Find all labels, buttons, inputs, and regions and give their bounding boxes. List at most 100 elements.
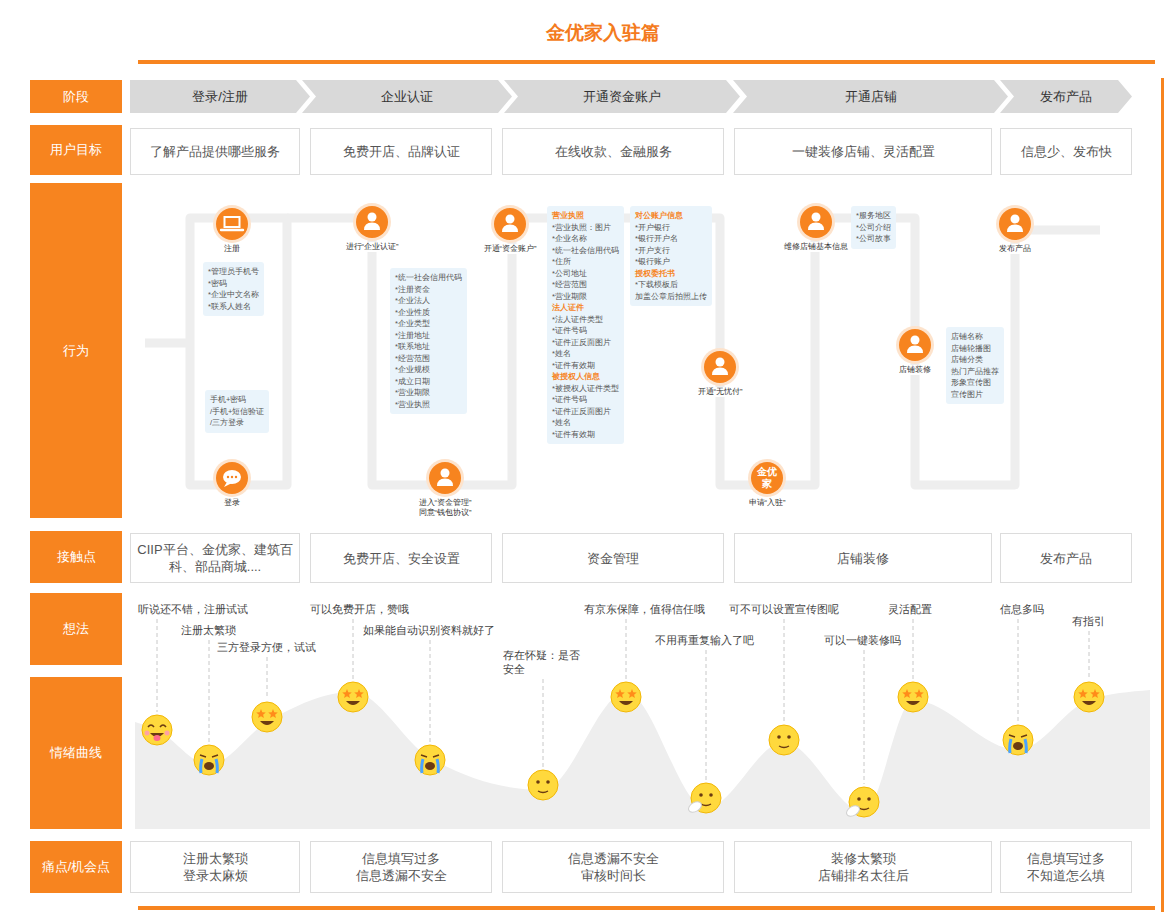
stage-chevron: 发布产品: [1000, 80, 1132, 113]
content-cell: 店铺装修: [734, 533, 992, 583]
node-text: /手机+短信验证: [210, 406, 264, 418]
emoji: [898, 682, 928, 712]
node-text: 注册太繁琐: [183, 850, 248, 867]
node-text: *成立日期: [395, 376, 462, 388]
behavior-icon: 金优家申请“入驻”: [747, 458, 788, 508]
node-text: 行为: [63, 342, 89, 360]
icon-halo: [896, 326, 934, 364]
emoji-mouth: [538, 791, 548, 793]
icon-svg: [212, 458, 252, 498]
icon-label: 发布产品: [997, 244, 1033, 254]
emoji-mouth: [859, 808, 869, 810]
node-text: *统一社会信用代码: [395, 272, 462, 284]
row-header: 痛点/机会点: [30, 841, 122, 893]
node-text: 信息透漏不安全: [568, 850, 659, 867]
node-text: 情绪曲线: [50, 744, 102, 762]
person-head: [368, 213, 377, 222]
row-header: 想法: [30, 593, 122, 665]
node-text: *银行账户: [635, 256, 707, 268]
emoji: [338, 682, 368, 712]
node-text: *企业规模: [395, 364, 462, 376]
content-cell: 一键装修店铺、灵活配置: [734, 128, 992, 175]
emoji-face: [769, 725, 799, 755]
emoji-eye: [902, 689, 912, 698]
node-text: 资金管理: [587, 550, 639, 567]
leader-line: [784, 619, 785, 722]
content-cell: 信息填写过多信息透漏不安全: [310, 841, 492, 893]
person-body: [364, 223, 380, 231]
info-box: 店铺名称店铺轮播图店铺分类热门产品推荐形象宣传图宣传图片: [946, 327, 1004, 404]
node-text: *公司地址: [552, 268, 619, 280]
emoji-eye: [200, 755, 218, 757]
emoji-mouth: [425, 762, 435, 770]
node-text: 了解产品提供哪些服务: [150, 143, 280, 160]
info-box: 对公账户信息*开户银行*银行开户名*开户支行*银行账户授权委托书*下载模板后加盖…: [630, 206, 712, 306]
person-body: [808, 223, 824, 231]
node-text: *证件正反面图片: [552, 406, 619, 418]
node-text: 授权委托书: [635, 268, 707, 280]
chevron-fill: [733, 80, 1008, 113]
node-text: *法人证件类型: [552, 314, 619, 326]
node-text: *营业执照：图片: [552, 222, 619, 234]
emoji-mouth: [779, 746, 789, 748]
node-text: 装修太繁琐: [831, 850, 896, 867]
node-text: *开户银行: [635, 222, 707, 234]
leader-line: [157, 619, 158, 712]
node-text: 法人证件: [552, 302, 619, 314]
icon-svg: [796, 202, 836, 242]
icon-disc: [429, 462, 461, 494]
icon-label: 维修店铺基本信息: [782, 242, 850, 252]
person-body: [502, 225, 518, 233]
node-text: *银行开户名: [635, 233, 707, 245]
node-text: *营业期限: [395, 387, 462, 399]
emoji-face: [1003, 725, 1033, 755]
icon-label: 同意“钱包协议”: [417, 508, 474, 518]
emoji: [687, 783, 721, 814]
node-text: *开户支行: [635, 245, 707, 257]
emoji-face: [338, 682, 368, 712]
person-body: [712, 368, 728, 376]
node-text: 不知道怎么填: [1027, 867, 1105, 884]
content-cell: 注册太繁琐登录太麻烦: [130, 841, 300, 893]
thought-text: 信息多吗: [1000, 602, 1044, 616]
behavior-icon: 店铺装修: [895, 325, 935, 375]
emoji: [1074, 682, 1104, 712]
content-cell: 信息少、发布快: [1000, 128, 1132, 175]
behavior-icon: 开通“资金账户”: [482, 204, 539, 254]
node-text: *证件有效期: [552, 360, 619, 372]
node-text: 在线收款、金融服务: [555, 143, 672, 160]
emoji-eye: [857, 797, 861, 801]
node-text: *证件号码: [552, 394, 619, 406]
emoji-eye: [148, 725, 166, 727]
emoji-eye: [354, 689, 364, 698]
icon-halo: [797, 203, 835, 241]
content-cell: 了解产品提供哪些服务: [130, 128, 300, 175]
node-text: *公司介绍: [856, 222, 891, 234]
thought-text: 灵活配置: [888, 602, 932, 616]
emoji-mouth: [906, 701, 920, 705]
emoji: [415, 745, 445, 775]
emoji-eye: [256, 709, 266, 718]
node-text: 店铺排名太往后: [818, 867, 909, 884]
behavior-icon: 登录: [212, 458, 252, 508]
emoji-eye: [777, 735, 781, 739]
chevron-fill: [130, 80, 310, 113]
node-text: 对公账户信息: [635, 210, 707, 222]
icon-circle: [895, 325, 935, 365]
leader-line: [543, 679, 544, 767]
person-head: [911, 336, 920, 345]
node-text: 开通店铺: [845, 88, 897, 106]
emoji-eye: [615, 689, 625, 698]
person-head: [812, 213, 821, 222]
emoji-eye: [709, 793, 713, 797]
emoji-mouth: [1013, 742, 1023, 750]
chevron-fill: [1000, 80, 1132, 113]
emoji-eye: [421, 755, 439, 757]
stage-chevron: 开通资金账户: [504, 80, 740, 113]
icon-label: 店铺装修: [897, 365, 933, 375]
laptop-base: [221, 229, 243, 231]
behavior-icon: 维修店铺基本信息: [782, 202, 850, 252]
content-cell: 信息填写过多不知道怎么填: [1000, 841, 1132, 893]
person-head: [441, 469, 450, 478]
node-text: 企业认证: [381, 88, 433, 106]
